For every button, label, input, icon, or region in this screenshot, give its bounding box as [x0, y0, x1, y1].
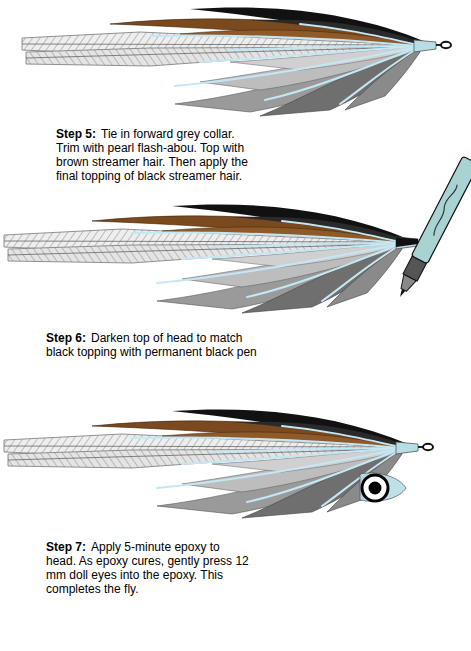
- step-text: Step 6:Darken top of head to match black…: [46, 331, 261, 359]
- step-number: Step 7:: [46, 540, 86, 554]
- step-text: Step 7:Apply 5-minute epoxy to head. As …: [46, 540, 251, 596]
- step-number: Step 6:: [46, 331, 86, 345]
- step-text: Step 5:Tie in forward grey collar. Trim …: [56, 127, 256, 183]
- step-number: Step 5:: [56, 127, 96, 141]
- marker-pen: [392, 156, 471, 301]
